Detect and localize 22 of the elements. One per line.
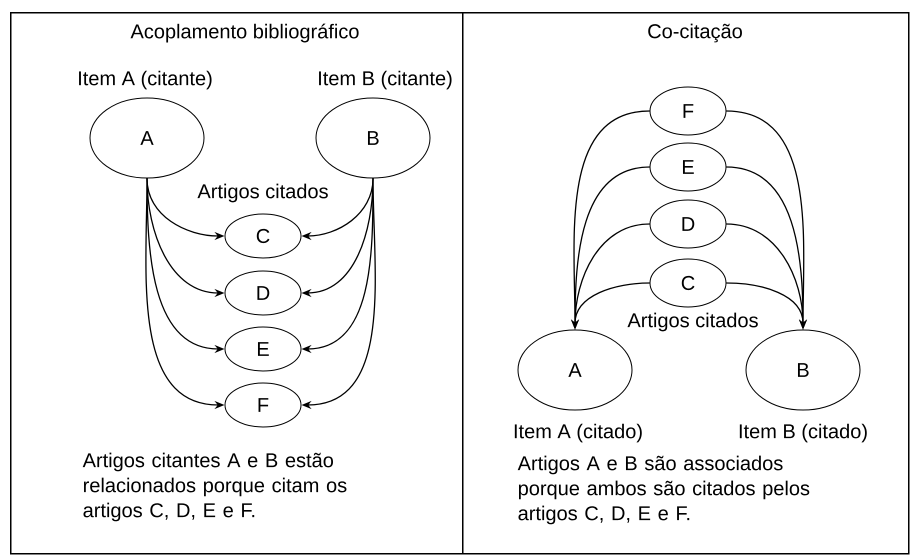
- description-text: Artigos A e B são associados porque ambos são citados pelos artigos C, D, E e F.: [518, 456, 810, 524]
- ellipse-node: F: [650, 86, 726, 136]
- ellipse-node: B: [316, 98, 430, 178]
- ellipse-node: B: [746, 330, 860, 410]
- ellipse-node: D: [650, 200, 726, 248]
- ellipse-node: C: [650, 258, 726, 308]
- panel-title: Acoplamento bibliográfico: [130, 24, 359, 42]
- ellipse-node: C: [224, 214, 302, 258]
- item-label: Item A (citado): [514, 424, 642, 442]
- ellipse-node: A: [90, 98, 204, 178]
- item-label: Item B (citado): [740, 424, 867, 442]
- description-text: Artigos citantes A e B estão relacionados porque citam os artigos C, D, E e F.: [82, 452, 346, 522]
- item-label: Item A (citante): [79, 70, 212, 90]
- ellipse-node: E: [224, 326, 302, 372]
- ellipse-node: F: [224, 382, 302, 428]
- item-label: Item B (citante): [319, 70, 452, 90]
- ellipse-node: E: [650, 142, 726, 192]
- panel-title: Co-citação: [648, 24, 742, 42]
- ellipse-node: A: [518, 330, 632, 410]
- ellipse-node: D: [224, 270, 302, 316]
- group-label: Artigos citados: [197, 184, 328, 202]
- group-label: Artigos citados: [627, 312, 758, 332]
